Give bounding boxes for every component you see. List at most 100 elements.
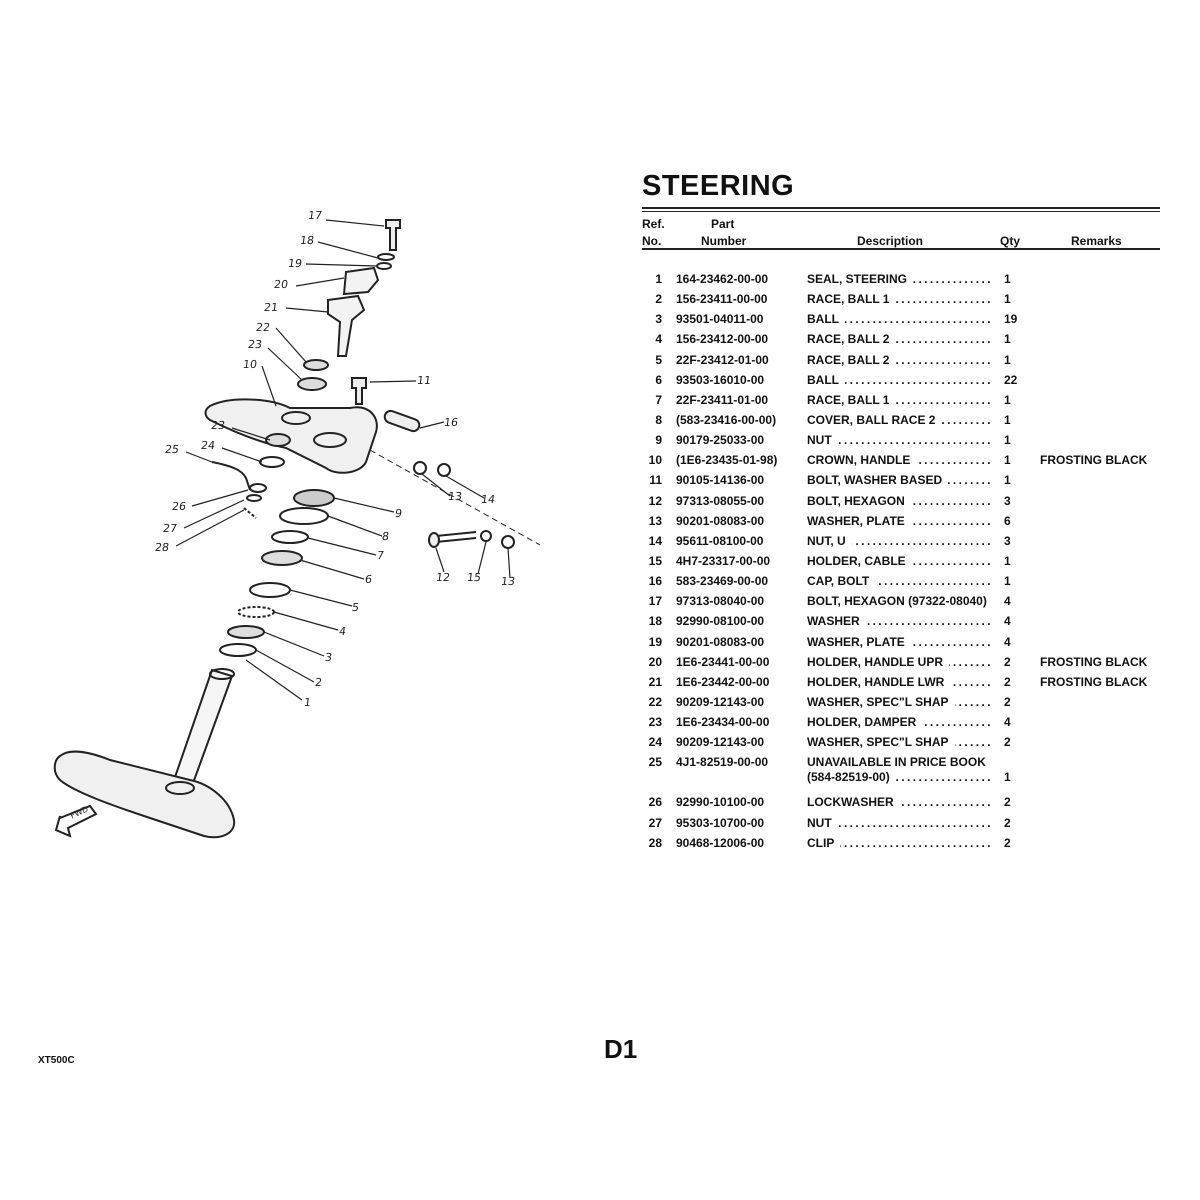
table-row: 15 4H7-23317-00-00 HOLDER, CABLE........… <box>642 554 1162 574</box>
description-cell: HOLDER, HANDLE LWR......................… <box>807 675 993 690</box>
description-cell: RACE, BALL 2............................… <box>807 353 993 368</box>
dot-leader: .................................. <box>916 453 993 468</box>
ref-number: 14 <box>648 533 662 548</box>
quantity: 1 <box>1004 292 1011 307</box>
description-text: CAP, BOLT <box>807 574 870 589</box>
ref-number: 7 <box>655 392 662 407</box>
callout-label: 15 <box>466 571 482 584</box>
quantity: 22 <box>1004 372 1018 387</box>
description-cell: CLIP.................................. <box>807 836 993 851</box>
description-cell: CAP, BOLT...............................… <box>807 574 993 589</box>
description-text: WASHER, SPEC"L SHAP <box>807 694 949 709</box>
part-number: 583-23469-00-00 <box>676 574 769 589</box>
part-number: 1E6-23442-00-00 <box>676 674 770 689</box>
ref-number: 27 <box>648 815 662 830</box>
dot-leader: .................................. <box>922 715 993 730</box>
part-number: 164-23462-00-00 <box>676 272 769 286</box>
quantity: 1 <box>1004 433 1011 448</box>
part-number: 93501-04011-00 <box>676 312 764 327</box>
dot-leader: .................................. <box>895 770 993 785</box>
table-row: 5 22F-23412-01-00 RACE, BALL 2..........… <box>642 353 1162 373</box>
dot-leader: .................................. <box>866 614 993 629</box>
description-cell: RACE, BALL 1............................… <box>807 393 993 408</box>
ref-number: 6 <box>655 372 662 387</box>
table-row: 9 90179-25033-00 NUT....................… <box>642 433 1162 453</box>
dot-leader: .................................. <box>895 292 993 307</box>
part-number: (1E6-23435-01-98) <box>676 453 778 468</box>
description-cell: BALL.................................. <box>807 312 993 327</box>
ref-number: 17 <box>648 594 662 609</box>
callout-label: 11 <box>416 374 432 387</box>
dot-leader: .................................. <box>845 312 993 327</box>
table-row: 26 92990-10100-00 LOCKWASHER............… <box>642 795 1162 815</box>
quantity: 2 <box>1004 674 1011 689</box>
dot-leader: .................................. <box>955 694 993 709</box>
quantity: 3 <box>1004 533 1011 548</box>
ref-number: 5 <box>655 352 662 367</box>
table-row: 19 90201-08083-00 WASHER, PLATE.........… <box>642 635 1162 655</box>
description-text: HOLDER, CABLE <box>807 553 906 568</box>
quantity: 1 <box>1004 574 1011 589</box>
dot-leader: .................................. <box>895 352 993 367</box>
page-title: STEERING <box>642 170 795 202</box>
ref-number: 19 <box>648 634 662 649</box>
table-row: 25 4J1-82519-00-00 UNAVAILABLE IN PRICE … <box>642 755 1162 795</box>
description-text: BALL <box>807 312 839 327</box>
ref-number: 26 <box>648 795 662 810</box>
ref-number: 4 <box>655 332 662 347</box>
description-text: WASHER, SPEC"L SHAP <box>807 735 949 750</box>
quantity: 2 <box>1004 694 1011 709</box>
table-row: 21 1E6-23442-00-00 HOLDER, HANDLE LWR...… <box>642 675 1162 695</box>
description-text: UNAVAILABLE IN PRICE BOOK <box>807 755 986 770</box>
description-cell: NUT.................................. <box>807 433 993 448</box>
description-cell: HOLDER, DAMPER..........................… <box>807 715 993 730</box>
dot-leader: .................................. <box>845 372 993 387</box>
table-row: 1 164-23462-00-00 SEAL, STEERING........… <box>642 272 1162 292</box>
table-row: 3 93501-04011-00 BALL...................… <box>642 312 1162 332</box>
part-number: 90209-12143-00 <box>676 694 765 709</box>
exploded-diagram: 17 18 19 20 21 22 23 10 11 16 23 24 25 1… <box>0 200 560 860</box>
callout-label: 19 <box>287 257 303 270</box>
dot-leader: .................................. <box>911 634 993 649</box>
model-code: XT500C <box>38 1055 75 1066</box>
part-number: (583-23416-00-00) <box>676 412 777 427</box>
description-text: RACE, BALL 2 <box>807 352 890 367</box>
table-row: 28 90468-12006-00 CLIP..................… <box>642 836 1162 856</box>
dot-leader: .................................. <box>912 553 993 568</box>
quantity: 2 <box>1004 795 1011 810</box>
ref-number: 20 <box>648 654 662 669</box>
callout-label: 20 <box>273 278 289 291</box>
table-row: 11 90105-14136-00 BOLT, WASHER BASED....… <box>642 473 1162 493</box>
quantity: 1 <box>1004 412 1011 427</box>
description-text: NUT <box>807 433 832 448</box>
parts-table: 1 164-23462-00-00 SEAL, STEERING........… <box>642 272 1162 856</box>
table-row: 12 97313-08055-00 BOLT, HEXAGON.........… <box>642 494 1162 514</box>
quantity: 2 <box>1004 835 1011 850</box>
header-description: Description <box>857 234 924 248</box>
quantity: 3 <box>1004 493 1011 508</box>
remarks: FROSTING BLACK <box>1040 453 1148 468</box>
dot-leader: .................................. <box>948 473 993 488</box>
description-text: RACE, BALL 1 <box>807 392 890 407</box>
header-remarks: Remarks <box>1071 234 1122 248</box>
table-row: 14 95611-08100-00 NUT, U................… <box>642 534 1162 554</box>
ref-number: 23 <box>648 715 662 730</box>
quantity: 4 <box>1004 594 1011 609</box>
ref-number: 28 <box>648 835 662 850</box>
part-number: 90179-25033-00 <box>676 433 765 448</box>
callout-label: 24 <box>200 439 216 452</box>
callout-label: 17 <box>307 209 323 222</box>
dot-leader: .................................. <box>851 533 993 548</box>
header-rule <box>642 248 1160 250</box>
part-number: 1E6-23434-00-00 <box>676 715 770 730</box>
ref-number: 11 <box>649 473 662 488</box>
part-number: 92990-08100-00 <box>676 614 765 629</box>
part-number: 90201-08083-00 <box>676 634 765 649</box>
ref-number: 22 <box>648 694 662 709</box>
quantity: 4 <box>1004 715 1011 730</box>
part-number: 90201-08083-00 <box>676 513 765 528</box>
description-cell: SEAL, STEERING..........................… <box>807 272 993 287</box>
quantity: 6 <box>1004 513 1011 528</box>
callout-label: 28 <box>154 541 170 554</box>
description-cell: BOLT, HEXAGON (97322-08040).............… <box>807 594 993 609</box>
